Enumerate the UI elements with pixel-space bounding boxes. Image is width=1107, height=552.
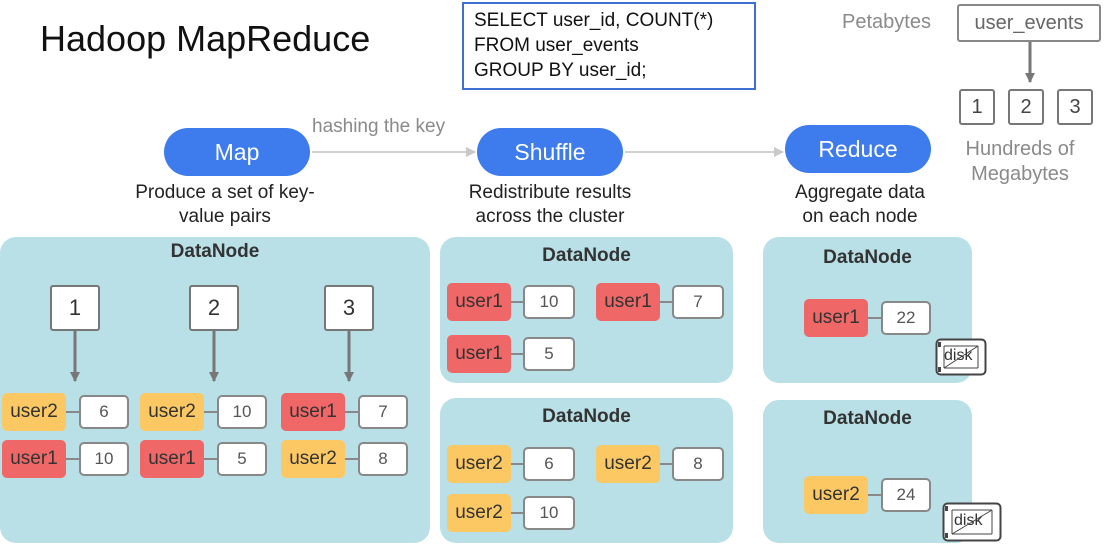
hashing-label: hashing the key (312, 116, 446, 137)
page-title: Hadoop MapReduce (40, 18, 371, 59)
caption-line: Aggregate data (795, 182, 925, 203)
shuffle-caption: Redistribute results across the cluster (430, 181, 670, 229)
value-box: 5 (523, 337, 575, 371)
key-user1: user1 (140, 440, 204, 478)
value-box: 10 (523, 285, 575, 319)
value-box: 10 (523, 496, 575, 530)
sql-line: FROM user_events (474, 35, 639, 56)
disk-icon-graphic (942, 502, 1002, 542)
partition-box: 2 (1008, 89, 1044, 125)
value-box: 6 (523, 447, 575, 481)
value-box: 8 (358, 442, 408, 476)
user-events-table: user_events (957, 4, 1101, 42)
partition-box: 2 (189, 285, 239, 331)
partition-box: 1 (50, 285, 100, 331)
caption-line: on each node (802, 206, 918, 227)
key-user1: user1 (447, 283, 511, 321)
key-user2: user2 (596, 445, 660, 483)
value-box: 24 (881, 478, 931, 512)
value-box: 7 (672, 285, 724, 319)
shuffle-stage-pill: Shuffle (477, 128, 623, 176)
key-user2: user2 (447, 494, 511, 532)
caption-line: value pairs (179, 206, 271, 227)
value-box: 6 (79, 395, 129, 429)
key-user2: user2 (804, 476, 868, 514)
datanode-title: DataNode (823, 247, 912, 268)
disk-icon-graphic (935, 338, 987, 376)
partition-box: 3 (324, 285, 374, 331)
disk-icon (942, 502, 1002, 542)
key-user2: user2 (447, 445, 511, 483)
disk-icon (935, 338, 987, 376)
reduce-stage-pill: Reduce (785, 125, 931, 173)
disk-label: disk (954, 512, 983, 529)
reduce-caption: Aggregate data on each node (770, 181, 950, 229)
key-user1: user1 (281, 393, 345, 431)
datanode-title: DataNode (542, 406, 631, 427)
map-datanode (0, 237, 430, 543)
key-user1: user1 (447, 335, 511, 373)
value-box: 10 (217, 395, 267, 429)
sql-line: SELECT user_id, COUNT(*) (474, 10, 714, 31)
partition-box: 3 (1057, 89, 1093, 125)
value-box: 5 (217, 442, 267, 476)
key-user1: user1 (2, 440, 66, 478)
sql-query-box: SELECT user_id, COUNT(*) FROM user_event… (462, 2, 756, 90)
map-stage-pill: Map (164, 128, 310, 176)
value-box: 10 (79, 442, 129, 476)
value-box: 7 (358, 395, 408, 429)
caption-line: Redistribute results (468, 182, 632, 203)
map-caption: Produce a set of key- value pairs (100, 181, 350, 229)
key-user2: user2 (2, 393, 66, 431)
key-user2: user2 (140, 393, 204, 431)
key-user1: user1 (804, 299, 868, 337)
key-user1: user1 (596, 283, 660, 321)
sql-line: GROUP BY user_id; (474, 60, 647, 81)
datanode-title: DataNode (823, 408, 912, 429)
datanode-title: DataNode (170, 241, 260, 262)
caption-line: across the cluster (475, 206, 625, 227)
megabytes-line: Megabytes (971, 163, 1069, 185)
petabytes-label: Petabytes (842, 11, 931, 33)
caption-line: Produce a set of key- (135, 182, 315, 203)
key-user2: user2 (281, 440, 345, 478)
partition-box: 1 (959, 89, 995, 125)
megabytes-line: Hundreds of (965, 138, 1075, 160)
reduce-datanode-2 (763, 400, 972, 543)
value-box: 8 (672, 447, 724, 481)
megabytes-label: Hundreds of Megabytes (950, 137, 1090, 187)
disk-label: disk (944, 347, 973, 364)
datanode-title: DataNode (542, 245, 631, 266)
value-box: 22 (881, 301, 931, 335)
